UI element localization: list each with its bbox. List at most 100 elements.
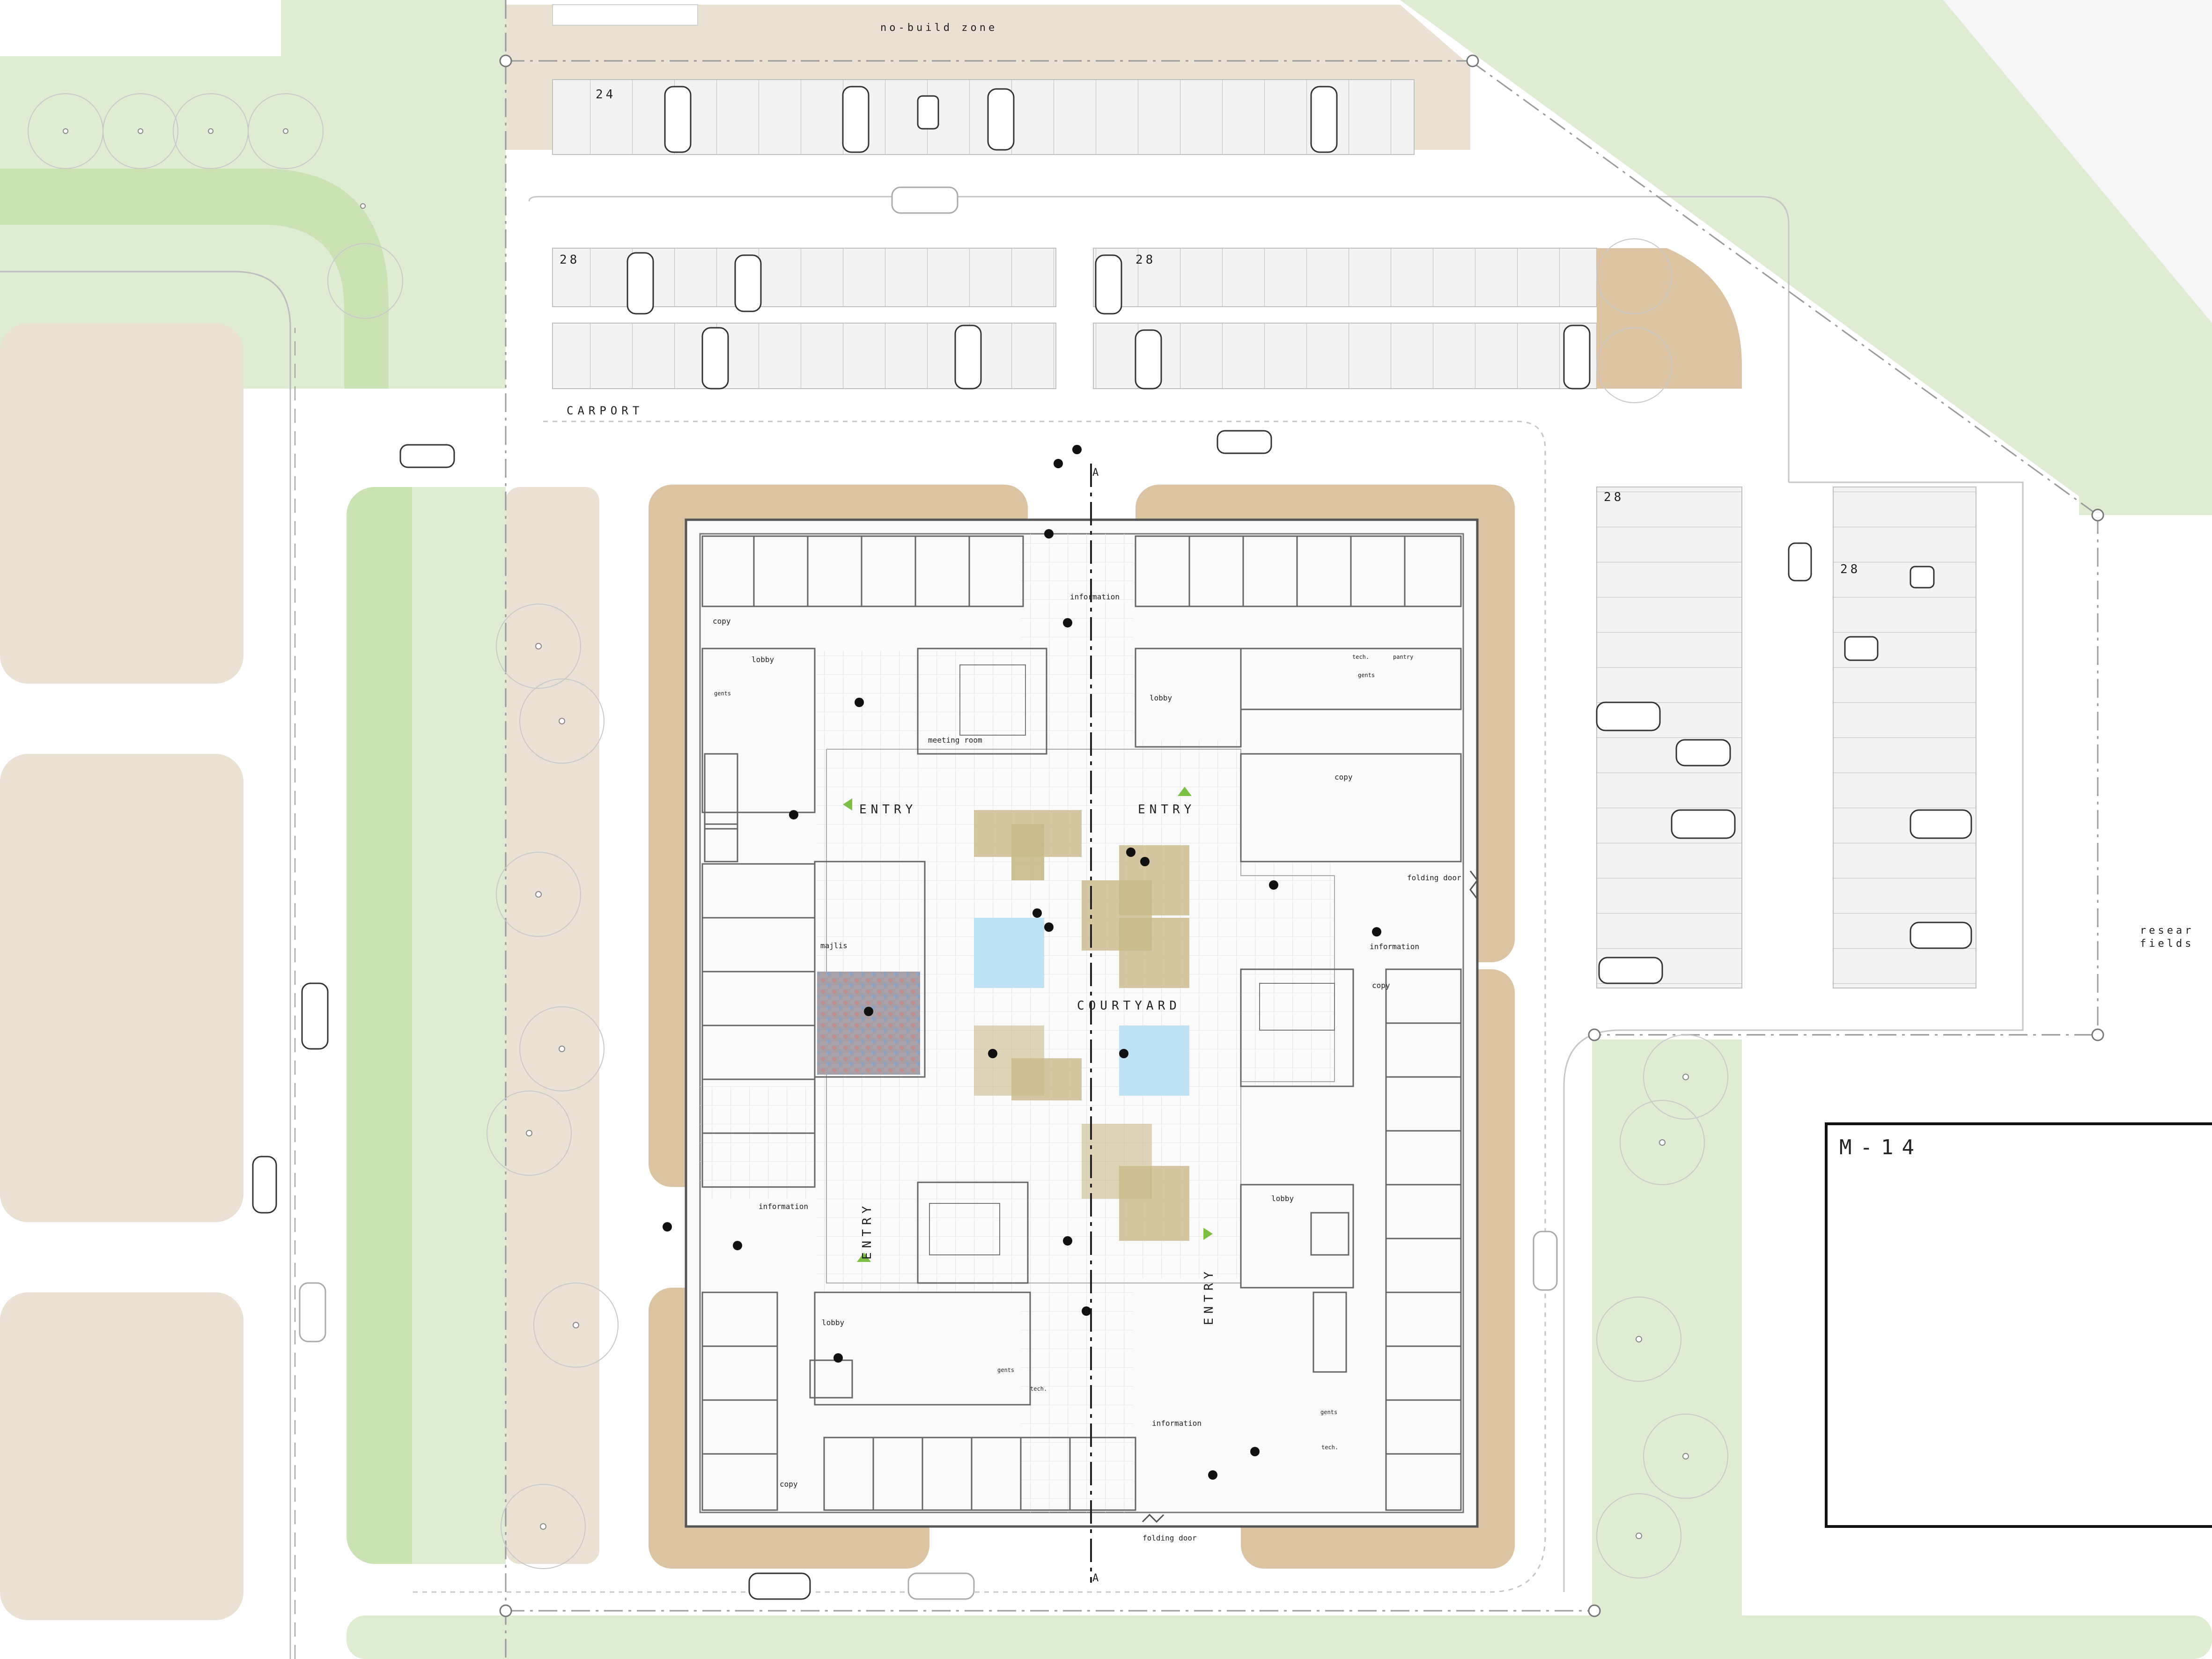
seating-s	[929, 1203, 1000, 1255]
plot-m14: M-14	[1825, 1122, 2212, 1528]
tree-points	[63, 128, 1689, 1539]
boundary-marker	[499, 1604, 512, 1617]
car	[252, 1156, 277, 1214]
parking-count-east-left: 28	[1604, 490, 1624, 504]
room-gents-sw: gents	[997, 1367, 1014, 1373]
seating-n	[959, 664, 1026, 736]
entry-label-sw: ENTRY	[860, 1202, 874, 1260]
plot-marker-box	[552, 4, 698, 26]
tree	[519, 678, 605, 764]
person	[663, 1222, 672, 1231]
offices-w	[701, 861, 926, 1188]
car	[954, 324, 982, 390]
entry-arrow	[857, 1253, 871, 1262]
tree	[496, 604, 581, 689]
person	[1032, 908, 1042, 918]
tree-trunk	[559, 718, 565, 724]
majlis-carpet	[817, 972, 920, 1075]
lobby-box-se	[1240, 1184, 1354, 1289]
car	[399, 444, 455, 468]
tree	[1596, 1493, 1681, 1578]
stair-nw	[704, 753, 738, 830]
parking-count-carport-left: 28	[560, 253, 580, 267]
room-meeting-room: meeting room	[928, 736, 982, 745]
lift-nw	[704, 823, 738, 863]
person	[1054, 459, 1063, 468]
tree	[496, 852, 581, 937]
building	[649, 485, 1515, 1569]
folding-door-e	[1469, 870, 1478, 900]
tree-trunk	[1682, 1453, 1689, 1460]
green-zone-south	[347, 1615, 2212, 1659]
tree	[248, 93, 324, 169]
green-zone-top	[281, 0, 506, 56]
car	[842, 86, 870, 153]
room-copy-ne: copy	[1335, 773, 1353, 782]
person	[1250, 1447, 1260, 1456]
person	[855, 698, 864, 707]
car	[1217, 430, 1272, 454]
boundary-markers	[499, 54, 2104, 1617]
entry-label-nw: ENTRY	[859, 803, 917, 817]
room-tech-se: tech.	[1321, 1444, 1338, 1451]
tree-trunk	[540, 1523, 546, 1530]
entry-label-se: ENTRY	[1202, 1268, 1216, 1325]
person	[1140, 857, 1150, 866]
car	[664, 86, 692, 153]
person	[1126, 848, 1135, 857]
person	[1208, 1470, 1217, 1480]
car	[1675, 739, 1731, 767]
entry-arrow	[1203, 1228, 1213, 1240]
tree-trunk	[1682, 1074, 1689, 1080]
offices-ne	[1135, 535, 1462, 863]
tree	[1643, 1414, 1728, 1499]
courtyard-blocks	[974, 810, 1189, 1241]
research-fields-label-1: resear	[2140, 925, 2194, 936]
tree-trunk	[138, 128, 143, 134]
car	[987, 88, 1015, 151]
boundary-marker	[1588, 1028, 1601, 1041]
tan-planter	[1011, 1058, 1082, 1100]
boundary-marker	[2091, 509, 2104, 522]
car	[1310, 86, 1338, 153]
sand-block-3	[0, 1292, 243, 1620]
folding-door-label-e: folding door	[1407, 873, 1461, 882]
room-copy-se: copy	[1372, 981, 1390, 990]
room-copy-nw: copy	[713, 617, 731, 626]
section-mark-bottom: A	[1092, 1572, 1099, 1584]
car	[1596, 701, 1661, 731]
person	[1372, 927, 1381, 936]
offices-e	[1240, 968, 1462, 1511]
car	[891, 186, 959, 214]
entry-arrow	[1178, 787, 1192, 796]
car	[701, 327, 729, 390]
car	[301, 982, 329, 1050]
green-zone-ne	[1400, 0, 2212, 515]
tan-planter	[1011, 824, 1044, 880]
room-gents-se: gents	[1320, 1409, 1337, 1416]
parking-row-top	[552, 79, 1415, 155]
room-information-w: information	[759, 1202, 808, 1211]
car	[1910, 809, 1972, 839]
office-cell	[1069, 1437, 1136, 1511]
entry-arrow	[843, 798, 852, 811]
lift-se	[1310, 1212, 1349, 1256]
tree-trunk	[559, 1046, 565, 1052]
water-pool	[1119, 1025, 1189, 1096]
offices-nw	[701, 535, 1047, 863]
no-build-zone-label: no-build zone	[880, 22, 997, 34]
room-tech-ne: tech.	[1352, 654, 1369, 660]
tree-trunk	[573, 1322, 579, 1328]
car	[1788, 542, 1812, 582]
person	[1044, 922, 1054, 932]
tree	[487, 1091, 572, 1176]
room-information-n: information	[1070, 592, 1120, 601]
car	[748, 1572, 811, 1600]
boundary-marker	[1466, 54, 1479, 67]
carport-label: CARPORT	[567, 404, 643, 417]
sand-block-2	[0, 754, 243, 1222]
tree	[1596, 238, 1672, 314]
tan-planter	[1119, 918, 1189, 988]
carport-row-3	[1093, 248, 1597, 307]
